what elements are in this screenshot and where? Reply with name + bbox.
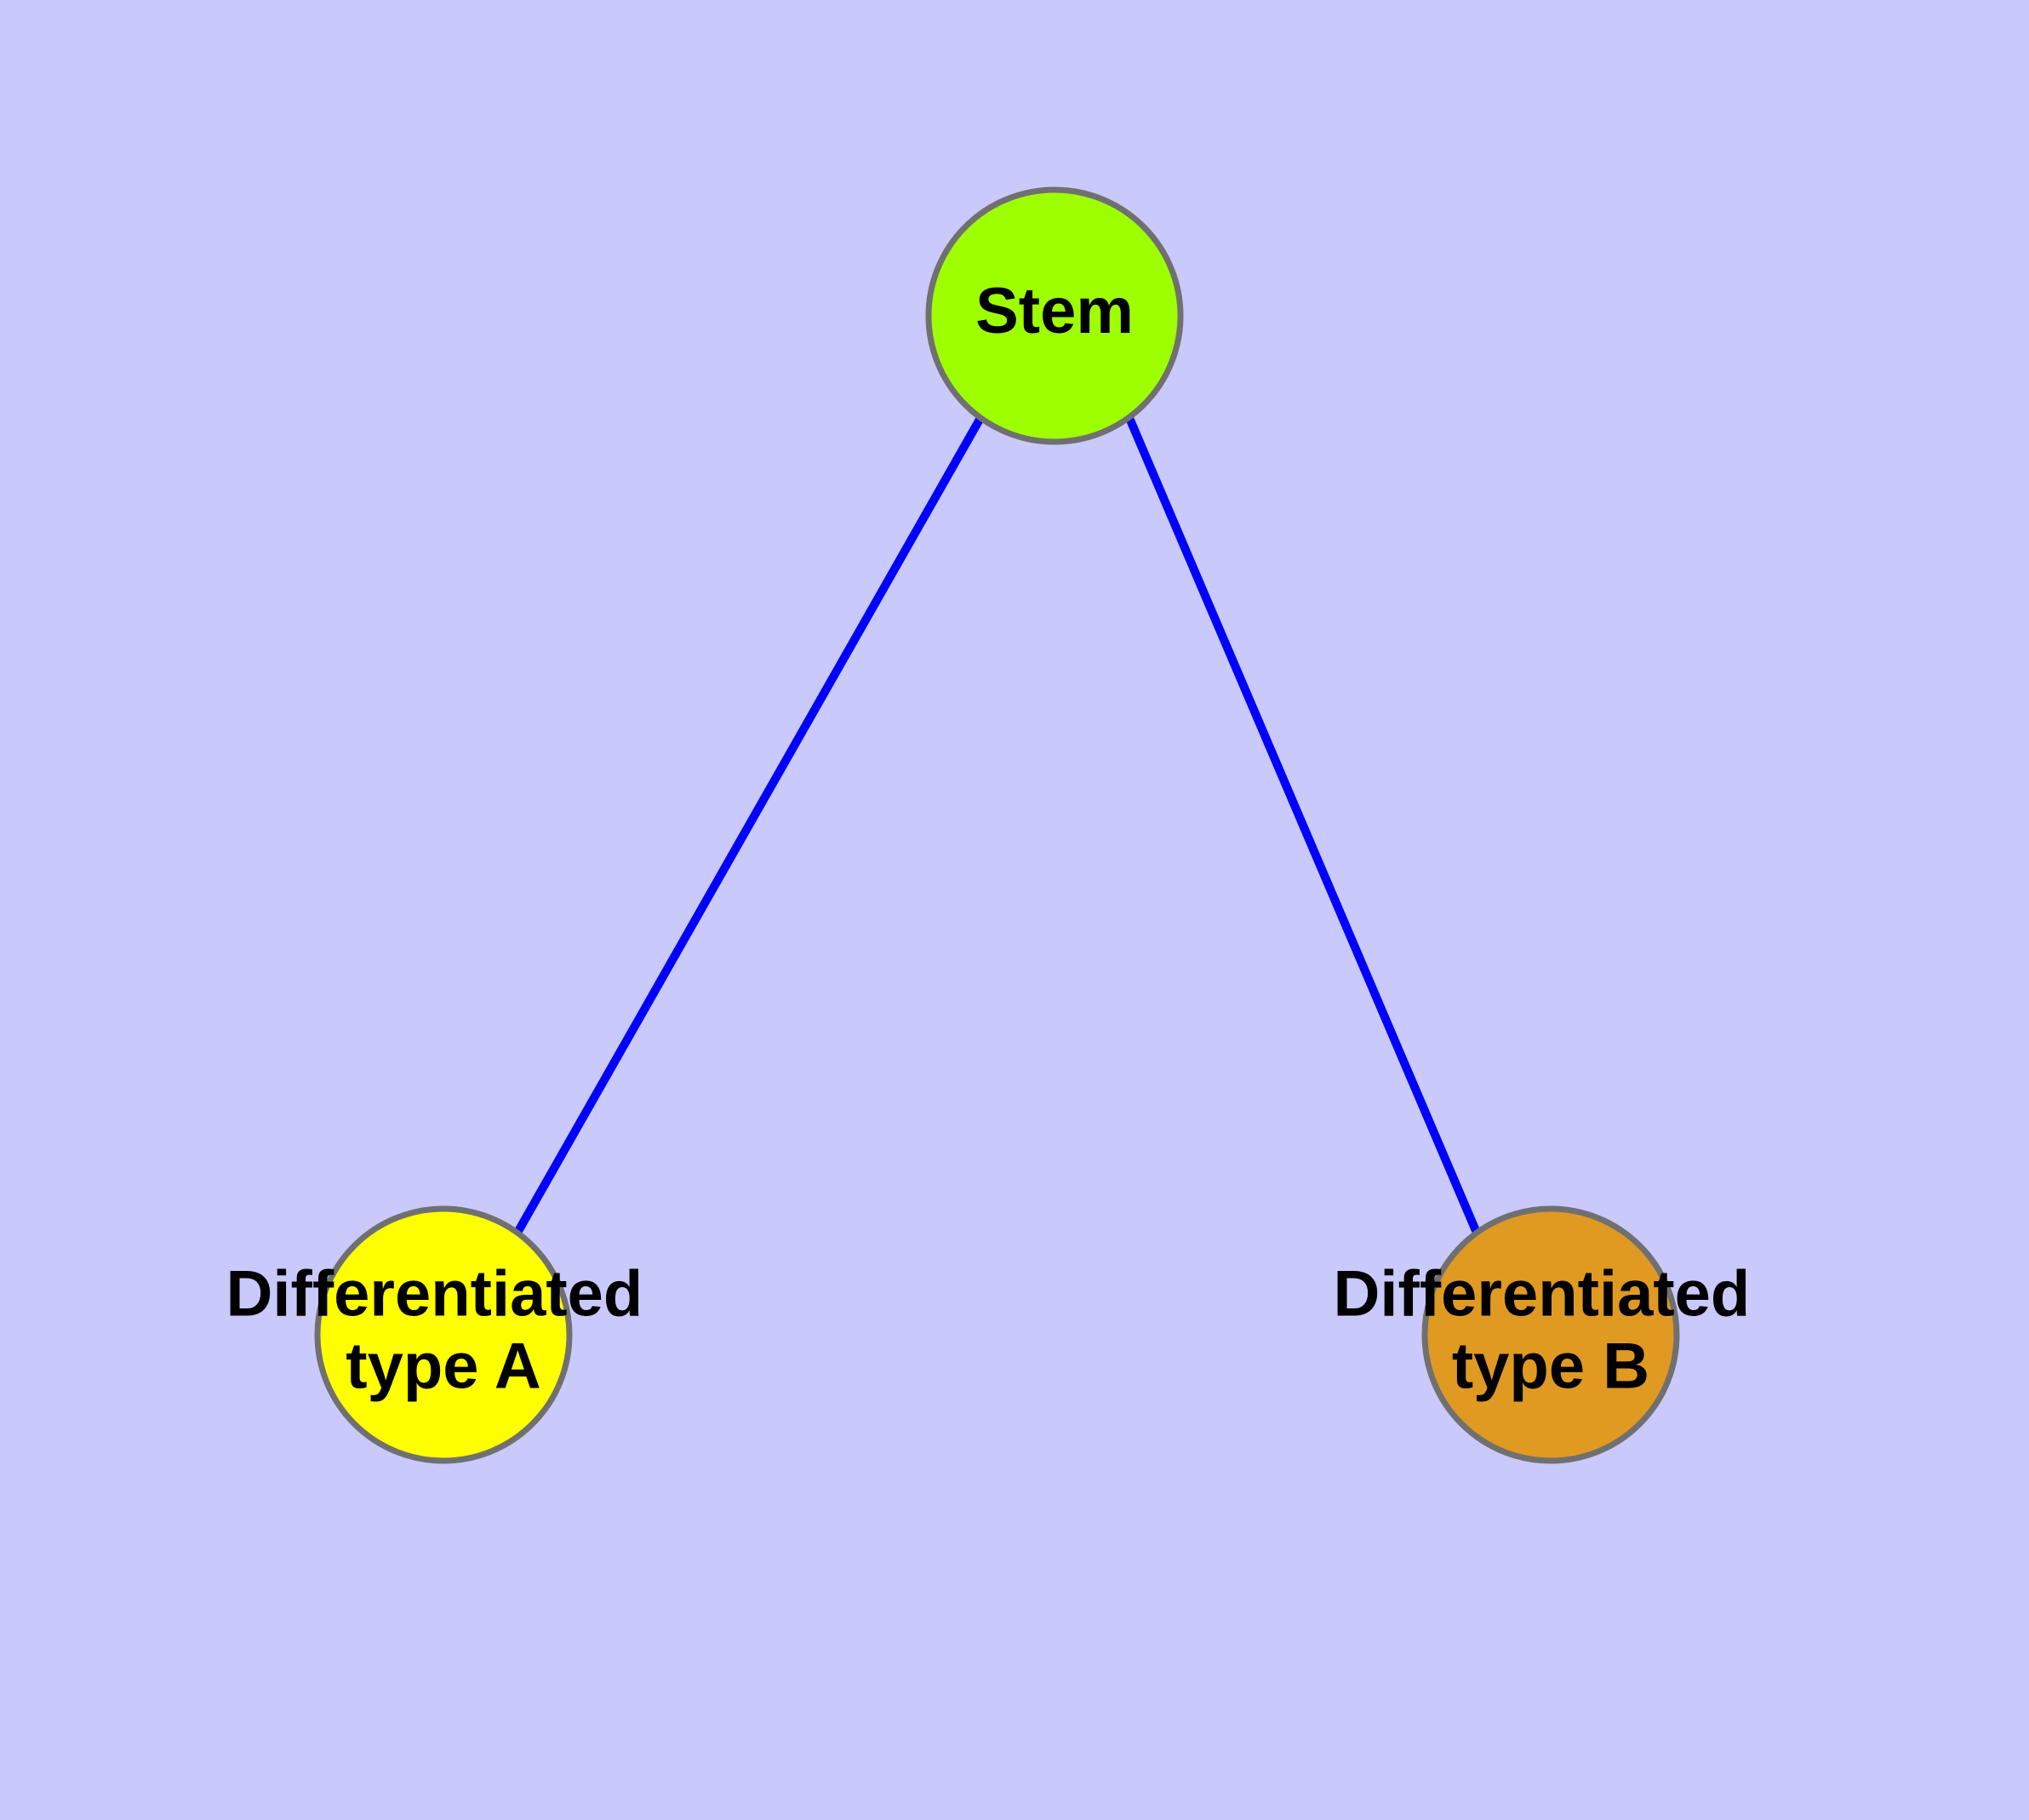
node-stem-circle[interactable]: [925, 186, 1184, 445]
node-type-a-label-line2: type A: [346, 1331, 540, 1403]
node-layer: [314, 186, 1680, 1464]
edge-stem-to-type-a[interactable]: [513, 414, 985, 1237]
node-type-b-label-line1: Differentiated: [1334, 1258, 1751, 1331]
label-layer: Stem Differentiated type A Differentiate…: [226, 275, 1769, 1403]
edge-layer: [513, 414, 1481, 1237]
node-type-a-circle[interactable]: [314, 1205, 573, 1464]
node-type-b-label: Differentiated type B: [1334, 1258, 1769, 1403]
edge-stem-to-type-b[interactable]: [1125, 414, 1481, 1237]
node-type-a-label-line1: Differentiated: [226, 1258, 643, 1331]
node-type-b-label-line2: type B: [1452, 1331, 1649, 1403]
node-type-a-label: Differentiated type A: [226, 1258, 661, 1403]
node-type-b-circle[interactable]: [1421, 1205, 1680, 1464]
node-stem-label: Stem: [975, 275, 1134, 347]
node-stem-label-line1: Stem: [975, 275, 1134, 347]
